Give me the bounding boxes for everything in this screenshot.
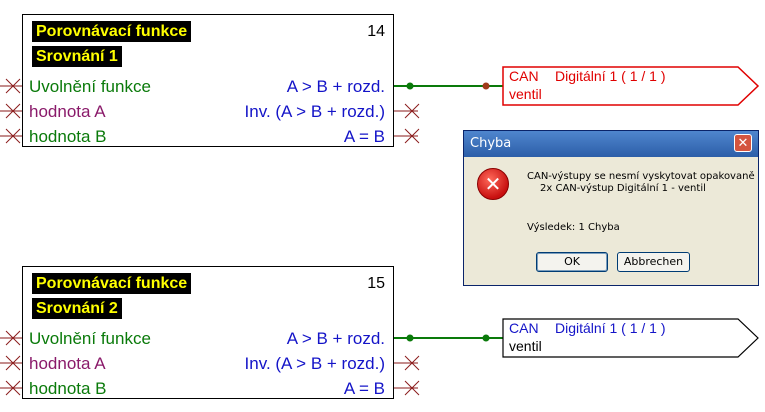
block-title: Porovnávací funkce xyxy=(32,273,192,294)
block-subtitle: Srovnání 2 xyxy=(32,298,122,319)
can-output-name: Digitální 1 ( 1 / 1 ) xyxy=(555,68,666,84)
can-output-shape-1 xyxy=(502,66,760,106)
input-value-a[interactable]: hodnota A xyxy=(29,354,106,373)
function-block-14[interactable]: Porovnávací funkce Srovnání 1 14 Uvolněn… xyxy=(22,14,394,147)
error-icon: ✕ xyxy=(477,168,509,200)
output-a-greater-b[interactable]: A > B + rozd. xyxy=(286,77,385,96)
input-value-a[interactable]: hodnota A xyxy=(29,102,106,121)
can-output-2[interactable]: CAN Digitální 1 ( 1 / 1 ) ventil xyxy=(509,320,739,356)
can-output-name: Digitální 1 ( 1 / 1 ) xyxy=(555,320,666,336)
output-inverted[interactable]: Inv. (A > B + rozd.) xyxy=(244,354,385,373)
output-a-equals-b[interactable]: A = B xyxy=(343,127,385,146)
dialog-message-line2: 2x CAN-výstup Digitální 1 - ventil xyxy=(540,183,706,194)
output-a-greater-b[interactable]: A > B + rozd. xyxy=(286,329,385,348)
block-title: Porovnávací funkce xyxy=(32,21,192,42)
output-inverted[interactable]: Inv. (A > B + rozd.) xyxy=(244,102,385,121)
dialog-result: Výsledek: 1 Chyba xyxy=(527,222,620,233)
input-release-function[interactable]: Uvolnění funkce xyxy=(29,329,151,348)
cancel-button[interactable]: Abbrechen xyxy=(617,252,690,272)
input-value-b[interactable]: hodnota B xyxy=(29,379,107,398)
block-number: 14 xyxy=(367,23,385,40)
close-icon[interactable]: ✕ xyxy=(734,134,752,152)
dialog-titlebar[interactable]: Chyba ✕ xyxy=(464,131,758,157)
dialog-title: Chyba xyxy=(470,136,512,151)
output-a-equals-b[interactable]: A = B xyxy=(343,379,385,398)
ok-button[interactable]: OK xyxy=(536,252,608,272)
can-output-label: ventil xyxy=(509,338,542,354)
block-number: 15 xyxy=(367,275,385,292)
can-output-label: ventil xyxy=(509,86,542,102)
dialog-message-line1: CAN-výstupy se nesmí vyskytovat opakovan… xyxy=(527,171,755,182)
can-output-shape-2 xyxy=(502,318,759,358)
function-block-15[interactable]: Porovnávací funkce Srovnání 2 15 Uvolněn… xyxy=(22,266,394,399)
can-output-type: CAN xyxy=(509,68,539,84)
block-subtitle: Srovnání 1 xyxy=(32,46,122,67)
can-output-type: CAN xyxy=(509,320,539,336)
error-dialog[interactable]: Chyba ✕ ✕ CAN-výstupy se nesmí vyskytova… xyxy=(463,130,759,286)
input-value-b[interactable]: hodnota B xyxy=(29,127,107,146)
can-output-1[interactable]: CAN Digitální 1 ( 1 / 1 ) ventil xyxy=(509,68,739,104)
input-release-function[interactable]: Uvolnění funkce xyxy=(29,77,151,96)
